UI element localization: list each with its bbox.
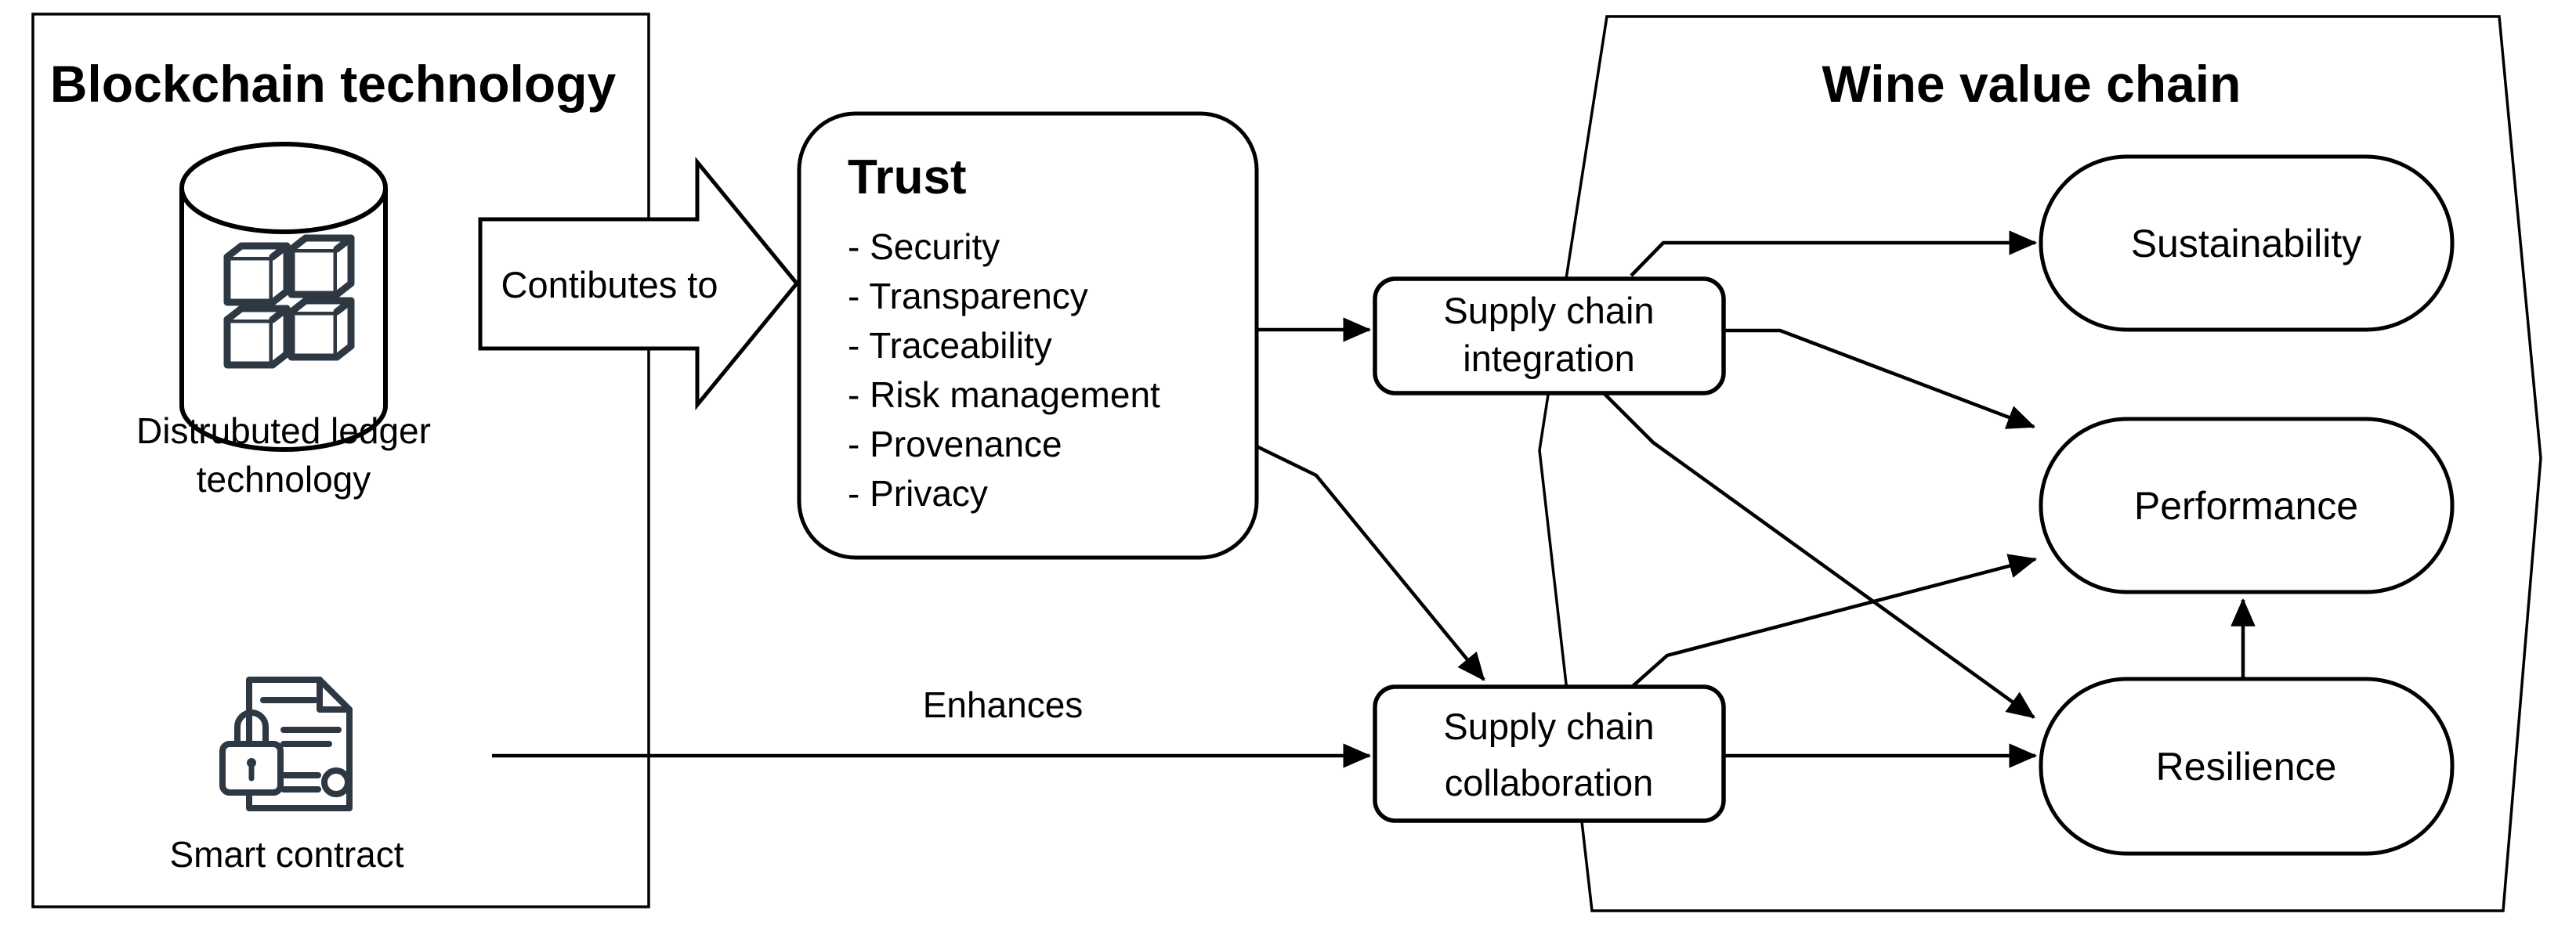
connector-lines	[492, 230, 2256, 768]
trust-box	[797, 111, 1259, 560]
contributes-arrow-label: Contibutes to	[501, 264, 718, 305]
sustainability-node	[2039, 154, 2455, 332]
trust-item-privacy: - Privacy	[848, 473, 988, 514]
smart-contract-icon	[219, 677, 353, 811]
arrow-trust-to-collaboration	[1256, 444, 1485, 681]
dlt-label-line1: Distrubuted ledger	[136, 410, 431, 451]
trust-item-risk-management: - Risk management	[848, 374, 1160, 415]
arrow-integration-to-resilience	[1602, 392, 2035, 719]
sustainability-label: Sustainability	[2131, 222, 2362, 265]
padlock-shackle-glyph	[234, 710, 269, 747]
resilience-node	[2039, 677, 2455, 856]
enhances-arrow-label: Enhances	[923, 684, 1084, 725]
trust-item-transparency: - Transparency	[848, 276, 1088, 316]
wine-panel-title: Wine value chain	[1822, 55, 2241, 113]
dlt-label-line2: technology	[197, 459, 371, 500]
contributes-block-arrow	[478, 157, 800, 410]
integration-label-line1: Supply chain	[1443, 290, 1654, 331]
supply-chain-integration-box	[1373, 276, 1726, 395]
collaboration-label-line1: Supply chain	[1443, 706, 1654, 747]
arrow-integration-to-performance	[1724, 328, 2036, 429]
arrow-collaboration-to-performance	[1630, 554, 2038, 688]
resilience-label: Resilience	[2156, 745, 2337, 789]
performance-node	[2039, 417, 2455, 594]
trust-item-traceability: - Traceability	[848, 325, 1052, 366]
collaboration-label-line2: collaboration	[1445, 762, 1654, 803]
trust-item-provenance: - Provenance	[848, 424, 1062, 464]
distributed-ledger-icon	[179, 142, 388, 452]
trust-box-title: Trust	[848, 150, 967, 204]
arrow-integration-to-sustainability	[1630, 230, 2038, 277]
performance-label: Performance	[2134, 484, 2358, 528]
smart-contract-label: Smart contract	[169, 834, 403, 875]
trust-item-security: - Security	[848, 226, 1000, 267]
blockchain-panel-title: Blockchain technology	[50, 55, 617, 113]
integration-label-line2: integration	[1463, 338, 1635, 379]
supply-chain-collaboration-box	[1373, 684, 1726, 823]
blockchain-cubes-glyph	[223, 234, 355, 369]
